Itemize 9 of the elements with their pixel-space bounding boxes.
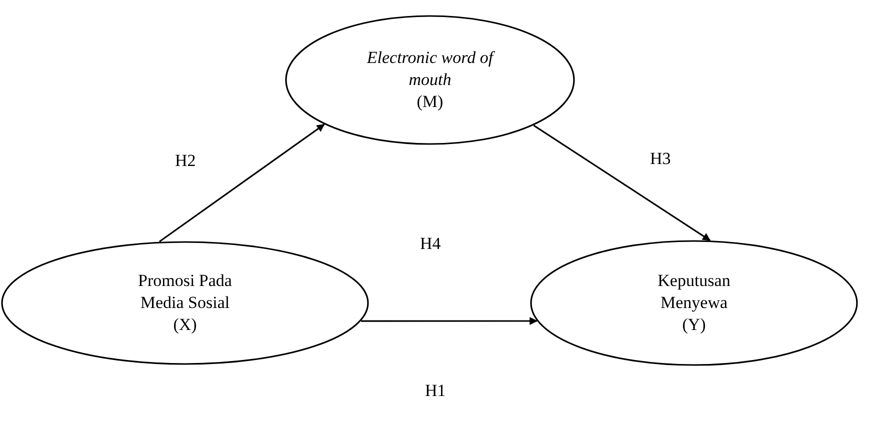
arrow (361, 317, 538, 325)
node-label: (Y) (682, 314, 706, 336)
node-label: Electronic word of mouth (366, 46, 496, 91)
arrow (533, 124, 711, 241)
node-label: Promosi Pada Media Sosial (137, 270, 233, 314)
node-label: (X) (173, 314, 197, 336)
arrow (158, 124, 325, 242)
node-label: (M) (416, 91, 444, 114)
node-label: Keputusan Menyewa (656, 270, 732, 314)
